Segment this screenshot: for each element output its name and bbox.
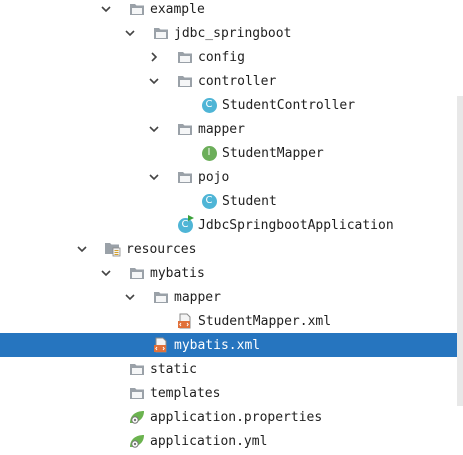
tree-node-label: resources (126, 241, 197, 257)
tree-node-label: StudentMapper (222, 145, 324, 161)
tree-node-static[interactable]: static (0, 357, 463, 381)
tree-node-label: example (150, 1, 205, 17)
tree-node-label: templates (150, 385, 221, 401)
tree-node-application-yml[interactable]: application.yml (0, 429, 463, 453)
folder-icon (128, 384, 146, 402)
tree-node-label: Student (222, 193, 277, 209)
folder-icon (128, 0, 146, 18)
tree-node-label: application.yml (150, 433, 268, 449)
tree-node-label: JdbcSpringbootApplication (198, 217, 394, 233)
tree-node-jdbc-springboot[interactable]: jdbc_springboot (0, 21, 463, 45)
folder-icon (176, 120, 194, 138)
spring-config-icon (128, 408, 146, 426)
spring-config-icon (128, 432, 146, 450)
tree-node-controller[interactable]: controller (0, 69, 463, 93)
tree-node-label: jdbc_springboot (174, 25, 292, 41)
tree-node-application-properties[interactable]: application.properties (0, 405, 463, 429)
interface-icon: I (200, 144, 218, 162)
tree-node-label: mapper (198, 121, 245, 137)
folder-icon (176, 72, 194, 90)
chevron-down-icon[interactable] (98, 1, 114, 17)
tree-node-label: StudentMapper.xml (198, 313, 332, 329)
class-icon: C (200, 96, 218, 114)
tree-node-label: static (150, 361, 197, 377)
tree-node-label: controller (198, 73, 277, 89)
resources-folder-icon (104, 240, 122, 258)
chevron-down-icon[interactable] (146, 169, 162, 185)
class-icon: C (200, 192, 218, 210)
tree-node-templates[interactable]: templates (0, 381, 463, 405)
folder-icon (152, 288, 170, 306)
folder-icon (176, 168, 194, 186)
chevron-down-icon[interactable] (74, 241, 90, 257)
chevron-right-icon[interactable] (146, 49, 162, 65)
tree-node-mapper-package[interactable]: mapper (0, 117, 463, 141)
tree-node-mapper-folder[interactable]: mapper (0, 285, 463, 309)
folder-icon (152, 24, 170, 42)
chevron-down-icon[interactable] (122, 25, 138, 41)
tree-node-label: application.properties (150, 409, 323, 425)
tree-node-example[interactable]: example (0, 0, 463, 21)
folder-icon (176, 48, 194, 66)
folder-icon (128, 360, 146, 378)
tree-node-label: mapper (174, 289, 221, 305)
chevron-down-icon[interactable] (122, 289, 138, 305)
chevron-down-icon[interactable] (146, 121, 162, 137)
spring-boot-class-icon: C (176, 215, 194, 234)
chevron-down-icon[interactable] (146, 73, 162, 89)
chevron-down-icon[interactable] (98, 265, 114, 281)
tree-node-pojo[interactable]: pojo (0, 165, 463, 189)
tree-node-config[interactable]: config (0, 45, 463, 69)
tree-node-label: mybatis (150, 265, 205, 281)
tree-node-student-mapper-xml[interactable]: StudentMapper.xml (0, 309, 463, 333)
xml-file-icon (176, 312, 194, 330)
tree-node-label: StudentController (222, 97, 356, 113)
tree-node-mybatis[interactable]: mybatis (0, 261, 463, 285)
tree-node-label: pojo (198, 169, 230, 185)
vertical-scrollbar[interactable] (457, 96, 463, 406)
folder-icon (128, 264, 146, 282)
tree-node-resources[interactable]: resources (0, 237, 463, 261)
xml-file-icon (152, 336, 170, 354)
tree-node-label: config (198, 49, 245, 65)
tree-node-mybatis-xml[interactable]: mybatis.xml (0, 333, 463, 357)
tree-node-label: mybatis.xml (174, 337, 261, 353)
